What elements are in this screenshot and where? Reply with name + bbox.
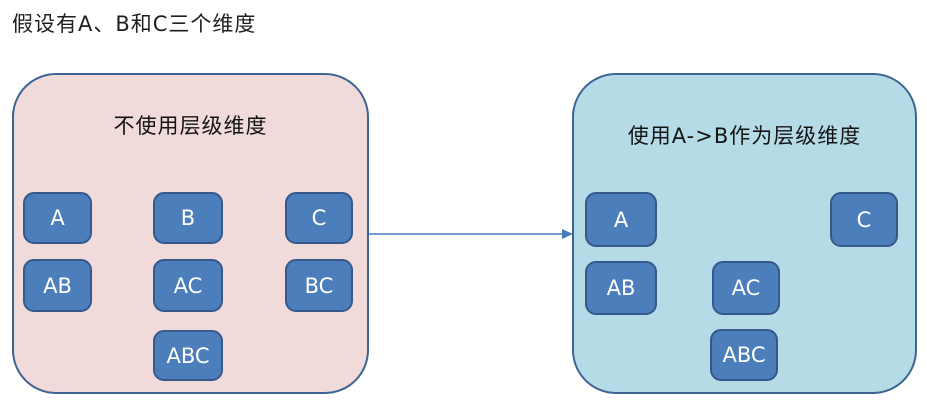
- panel-with-hierarchy-title: 使用A->B作为层级维度: [627, 124, 862, 148]
- left-box-ab: AB: [23, 259, 92, 312]
- left-box-ac: AC: [153, 259, 223, 312]
- page-title: 假设有A、B和C三个维度: [12, 12, 257, 36]
- right-box-c: C: [830, 192, 898, 247]
- right-box-a: A: [585, 192, 657, 247]
- right-arrow-icon: [369, 229, 573, 239]
- right-box-ac: AC: [712, 261, 780, 315]
- left-box-abc: ABC: [153, 330, 223, 381]
- panel-no-hierarchy-title: 不使用层级维度: [113, 114, 268, 138]
- right-box-ab: AB: [585, 261, 657, 315]
- left-box-bc: BC: [285, 259, 353, 312]
- right-box-abc: ABC: [710, 329, 778, 381]
- left-box-b: B: [153, 192, 223, 244]
- left-box-c: C: [285, 192, 353, 244]
- left-box-a: A: [23, 192, 92, 244]
